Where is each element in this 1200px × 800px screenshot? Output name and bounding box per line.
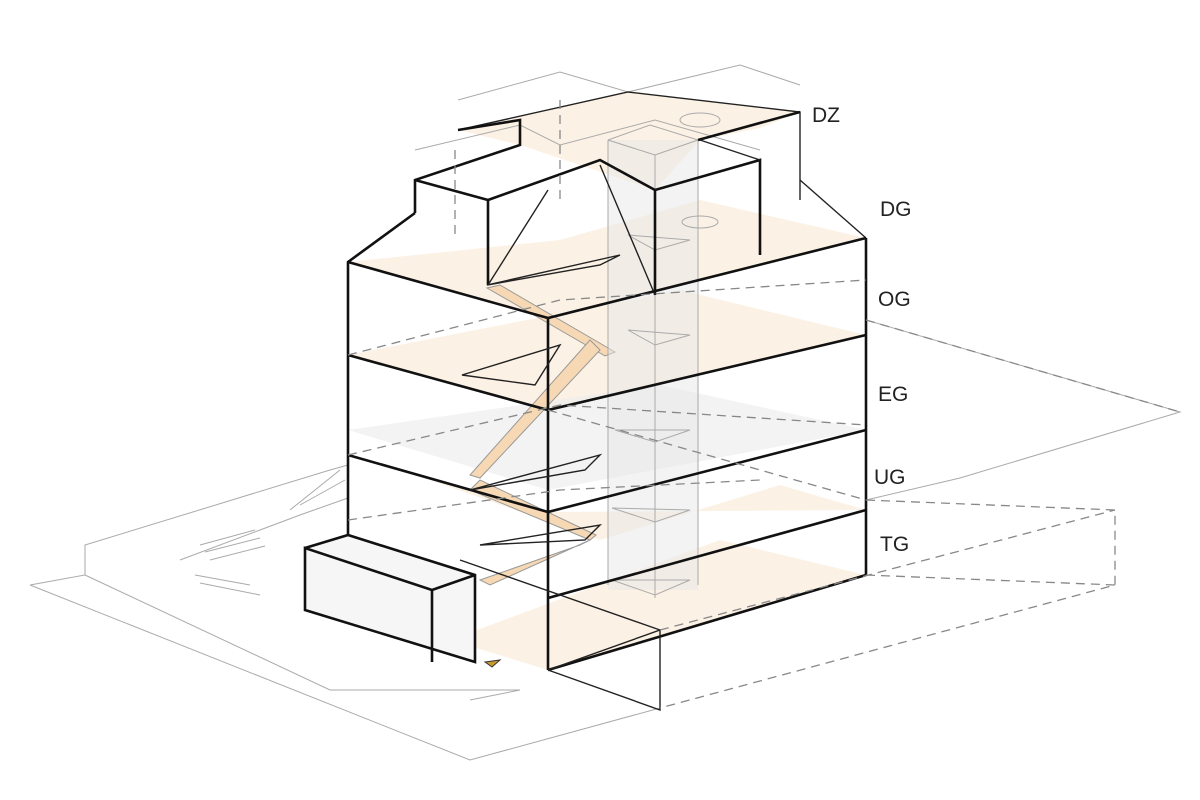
floor-plate-ug xyxy=(430,480,866,540)
main-building-outline xyxy=(346,179,868,711)
floor-plate-tg xyxy=(450,540,866,670)
terrain-steps xyxy=(194,469,346,596)
floor-label-og: OG xyxy=(878,288,911,311)
floor-label-eg: EG xyxy=(878,383,909,406)
staircase xyxy=(469,284,617,586)
floor-plates xyxy=(348,92,866,670)
elevator-shaft xyxy=(607,124,700,598)
floor-label-ug: UG xyxy=(874,466,906,489)
roof-volumes xyxy=(413,64,801,296)
floor-label-tg: TG xyxy=(880,533,910,556)
foundation-dashed-lines xyxy=(347,279,1181,709)
floor-label-dg: DG xyxy=(880,198,912,221)
floor-plate-eg xyxy=(348,385,866,490)
site-context xyxy=(29,319,1182,761)
floor-label-dz: DZ xyxy=(812,104,840,127)
annex-box xyxy=(303,533,502,668)
floor-plate-dg xyxy=(348,200,866,318)
